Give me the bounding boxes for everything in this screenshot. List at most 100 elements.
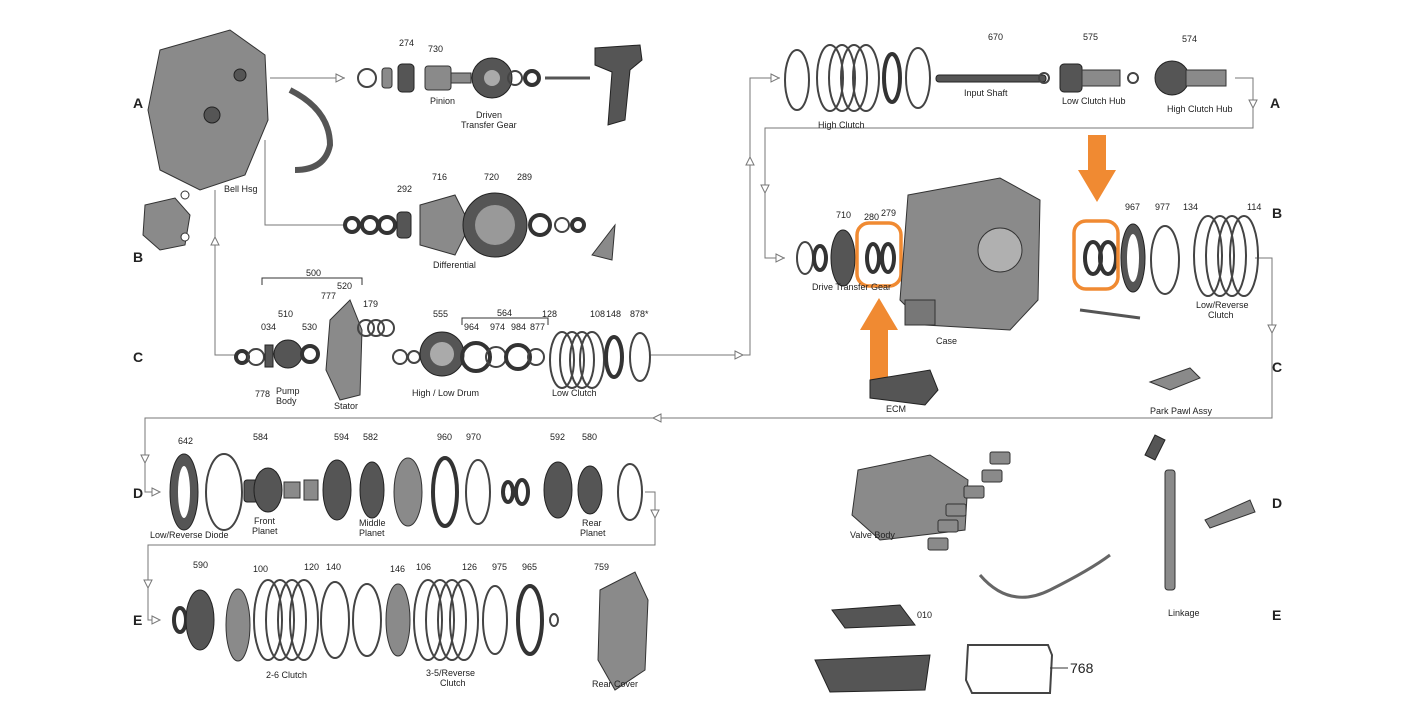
- driven-label: Driven: [476, 110, 502, 120]
- middle-planet-label: Planet: [359, 528, 385, 538]
- bell-housing: Bell Hsg: [142, 29, 334, 251]
- input-shaft-label: Input Shaft: [964, 88, 1008, 98]
- park-pawl-assy-label: Park Pawl Assy: [1150, 406, 1213, 416]
- part-592-label: 592: [550, 432, 565, 442]
- part-034-label: 034: [261, 322, 276, 332]
- part-292-label: 292: [397, 184, 412, 194]
- valve-body-group: Valve Body Linkage 010 768: [814, 434, 1256, 694]
- rear-label: Rear: [582, 518, 602, 528]
- part-877-label: 877: [530, 322, 545, 332]
- part-710-label: 710: [836, 210, 851, 220]
- row-marker-c-left: C: [133, 349, 143, 365]
- drive-transfer-gear-label: Drive Transfer Gear: [812, 282, 891, 292]
- solenoids: [927, 451, 1011, 551]
- front-label: Front: [254, 516, 276, 526]
- row-a-left-parts: 274 730 Pinion Driven Transfer Gear: [357, 38, 643, 130]
- part-964-label: 964: [464, 322, 479, 332]
- part-777-label: 777: [321, 291, 336, 301]
- high-clutch-label: High Clutch: [818, 120, 865, 130]
- part-670-label: 670: [988, 32, 1003, 42]
- part-106-label: 106: [416, 562, 431, 572]
- part-580-label: 580: [582, 432, 597, 442]
- case-label: Case: [936, 336, 957, 346]
- body-label: Body: [276, 396, 297, 406]
- clutch-2-6-label: 2-6 Clutch: [266, 670, 307, 680]
- part-555-label: 555: [433, 309, 448, 319]
- part-148-label: 148: [606, 309, 621, 319]
- row-marker-b-left: B: [133, 249, 143, 265]
- pump-label: Pump: [276, 386, 300, 396]
- valve-body-label: Valve Body: [850, 530, 895, 540]
- part-574-label: 574: [1182, 34, 1197, 44]
- row-marker-e-left: E: [133, 612, 142, 628]
- front-planet-label: Planet: [252, 526, 278, 536]
- differential-label: Differential: [433, 260, 476, 270]
- part-594-label: 594: [334, 432, 349, 442]
- low-clutch-hub-label: Low Clutch Hub: [1062, 96, 1126, 106]
- part-984-label: 984: [511, 322, 526, 332]
- part-967-label: 967: [1125, 202, 1140, 212]
- part-778-label: 778: [255, 389, 270, 399]
- pinion-label: Pinion: [430, 96, 455, 106]
- row-marker-d-left: D: [133, 485, 143, 501]
- part-010-label: 010: [917, 610, 932, 620]
- part-500-label: 500: [306, 268, 321, 278]
- part-134-label: 134: [1183, 202, 1198, 212]
- row-d-parts: 642 584 594 582 960 970 592 580 Low/Reve…: [150, 432, 643, 540]
- differential-parts: 292 716 720 289 Differential: [343, 172, 616, 270]
- low-reverse-diode-label: Low/Reverse Diode: [150, 530, 229, 540]
- orange-arrow-down: [1078, 135, 1116, 202]
- clutch-3-5-rev-label: 3-5/Reverse: [426, 668, 475, 678]
- high-clutch-plates: [816, 44, 931, 112]
- part-759-label: 759: [594, 562, 609, 572]
- part-510-label: 510: [278, 309, 293, 319]
- clutch-2-6-plates: [253, 579, 319, 661]
- part-965-label: 965: [522, 562, 537, 572]
- row-marker-b-right: B: [1272, 205, 1282, 221]
- part-274-label: 274: [399, 38, 414, 48]
- low-reverse-clutch-label: Clutch: [1208, 310, 1234, 320]
- part-575-label: 575: [1083, 32, 1098, 42]
- row-marker-a-left: A: [133, 95, 143, 111]
- highlight-box-right: [1072, 219, 1120, 291]
- part-975-label: 975: [492, 562, 507, 572]
- high-low-drum-label: High / Low Drum: [412, 388, 479, 398]
- clutch-3-5-rev-label-2: Clutch: [440, 678, 466, 688]
- low-reverse-clutch-plates: [1193, 215, 1259, 297]
- part-128-label: 128: [542, 309, 557, 319]
- part-974-label: 974: [490, 322, 505, 332]
- part-279-label: 279: [881, 208, 896, 218]
- row-marker-c-right: C: [1272, 359, 1282, 375]
- part-126-label: 126: [462, 562, 477, 572]
- part-108-label: 108: [590, 309, 605, 319]
- row-e-parts: 590 100 120 140 146 106 126 975 965 759 …: [172, 560, 649, 691]
- part-590-label: 590: [193, 560, 208, 570]
- part-977-label: 977: [1155, 202, 1170, 212]
- high-low-drum-group: 555 564 964 974 984 877 128 108 148 878*…: [392, 308, 651, 398]
- part-970-label: 970: [466, 432, 481, 442]
- highlight-box-left: [855, 221, 903, 288]
- part-720-label: 720: [484, 172, 499, 182]
- part-768-label: 768: [1070, 660, 1094, 676]
- transfer-gear-label: Transfer Gear: [461, 120, 517, 130]
- stator-label: Stator: [334, 401, 358, 411]
- part-140-label: 140: [326, 562, 341, 572]
- low-clutch-label: Low Clutch: [552, 388, 597, 398]
- bell-hsg-label: Bell Hsg: [224, 184, 258, 194]
- part-716-label: 716: [432, 172, 447, 182]
- flow-lines: [140, 73, 1277, 625]
- orange-arrow-up: [860, 298, 898, 390]
- ecm-label: ECM: [886, 404, 906, 414]
- part-564-label: 564: [497, 308, 512, 318]
- part-730-label: 730: [428, 44, 443, 54]
- row-b-right-parts: 710 280 279 967 977 134 114 Drive Transf…: [796, 135, 1261, 416]
- part-280-label: 280: [864, 212, 879, 222]
- row-marker-a-right: A: [1270, 95, 1280, 111]
- part-114-label: 114: [1247, 202, 1261, 212]
- row-marker-e-right: E: [1272, 607, 1281, 623]
- part-584-label: 584: [253, 432, 268, 442]
- part-530-label: 530: [302, 322, 317, 332]
- seal-179: [357, 319, 395, 337]
- row-c-left-parts: 500 777 520 179 034 510 530 778 Pump Bod…: [234, 268, 395, 411]
